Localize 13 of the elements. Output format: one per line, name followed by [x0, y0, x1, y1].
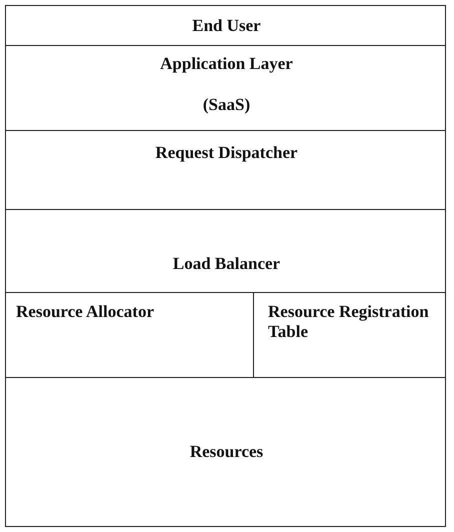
layer-label: Application Layer [159, 54, 294, 74]
layer-box [5, 130, 446, 210]
layer-label: Resources [188, 442, 264, 462]
layer-box [5, 377, 446, 527]
layer-box [5, 5, 446, 46]
layer-label: (SaaS) [202, 95, 252, 115]
layer-label: Load Balancer [172, 254, 282, 274]
layer-box [5, 45, 446, 131]
layer-label: Resource Registration Table [268, 302, 430, 342]
layer-label: Request Dispatcher [154, 143, 299, 163]
layer-box [5, 209, 446, 293]
layer-label: Resource Allocator [16, 302, 156, 322]
layer-label: End User [191, 16, 262, 36]
